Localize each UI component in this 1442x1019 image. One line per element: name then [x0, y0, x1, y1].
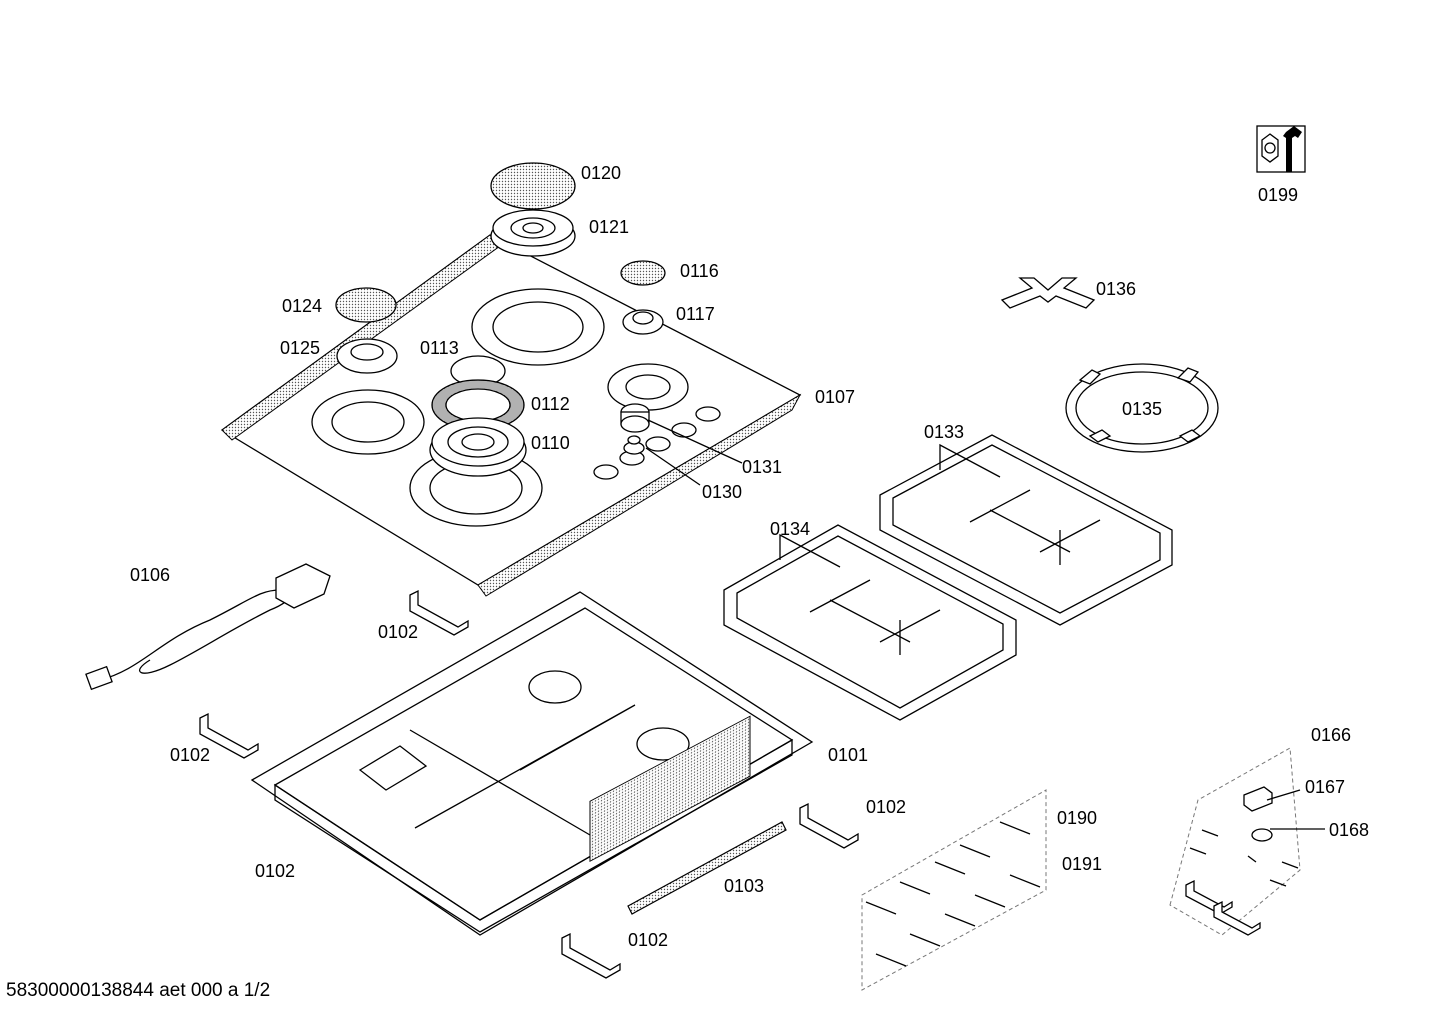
label-0112: 0112: [531, 394, 570, 414]
label-0102-d: 0102: [255, 861, 295, 881]
leader-lines: [645, 419, 1325, 830]
label-0166: 0166: [1311, 725, 1351, 745]
document-id-footer: 58300000138844 aet 000 a 1/2: [6, 980, 271, 1001]
burner-head-0110: [429, 417, 527, 477]
label-0116: 0116: [680, 261, 719, 281]
base-tray-0101: [250, 591, 814, 936]
label-0190: 0190: [1057, 808, 1097, 828]
clamp-0102: [199, 589, 859, 979]
label-0124: 0124: [282, 296, 322, 316]
label-0134: 0134: [770, 519, 810, 539]
label-0168: 0168: [1329, 820, 1369, 840]
wrench-nut-icon[interactable]: [1256, 125, 1306, 173]
label-0102-e: 0102: [628, 930, 668, 950]
label-0125: 0125: [280, 338, 320, 358]
label-0107: 0107: [815, 387, 855, 407]
screw-set-0190: [861, 789, 1047, 991]
control-knob-0131: [620, 403, 650, 433]
wok-ring-0135: [1065, 363, 1219, 453]
burner-cap-0120: [490, 162, 576, 210]
simmer-plate-0136: [1000, 277, 1096, 309]
label-0167: 0167: [1305, 777, 1345, 797]
accessory-set-0166: [1169, 747, 1301, 936]
label-0191: 0191: [1062, 854, 1102, 874]
seal-strip-0103: [627, 821, 787, 915]
label-0101: 0101: [828, 745, 868, 765]
label-0117: 0117: [676, 304, 715, 324]
burner-head-0117: [622, 309, 664, 335]
label-0199: 0199: [1258, 185, 1298, 205]
burner-cap-0116: [620, 260, 666, 286]
label-0102-b: 0102: [170, 745, 210, 765]
label-0120: 0120: [581, 163, 621, 183]
label-0113: 0113: [420, 338, 459, 358]
label-0136: 0136: [1096, 279, 1136, 299]
burner-head-0121: [490, 209, 576, 257]
pan-support-0133: [879, 434, 1173, 626]
burner-head-0125: [336, 338, 398, 374]
burner-ring-0112: [431, 379, 525, 431]
burner-cap-0124: [335, 287, 397, 323]
label-0133: 0133: [924, 422, 964, 442]
knob-seal-0130: [623, 435, 645, 455]
label-0130: 0130: [702, 482, 742, 502]
label-0135: 0135: [1122, 399, 1162, 419]
label-0106: 0106: [130, 565, 170, 585]
label-0102-c: 0102: [866, 797, 906, 817]
label-0121: 0121: [589, 217, 629, 237]
label-0103: 0103: [724, 876, 764, 896]
label-0131: 0131: [742, 457, 782, 477]
power-cable-0106: [85, 563, 331, 691]
label-0102-a: 0102: [378, 622, 418, 642]
pan-support-0134: [723, 524, 1017, 721]
label-0110: 0110: [531, 433, 570, 453]
